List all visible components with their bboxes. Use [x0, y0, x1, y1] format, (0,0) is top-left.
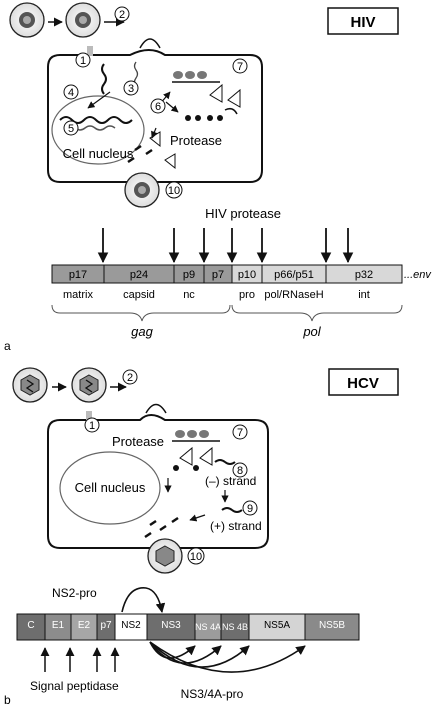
- hcv-step-9: 9: [247, 503, 253, 515]
- hiv-integrated-dna: [59, 116, 133, 124]
- hiv-title: HIV: [350, 14, 375, 31]
- hiv-genome-roles: matrix capsid nc pro pol/RNaseH int: [63, 289, 370, 301]
- hcv-step-2: 2: [127, 372, 133, 384]
- hcv-nucleus: [59, 451, 161, 525]
- hcv-seg-c-label: C: [27, 620, 34, 631]
- hiv-step-2: 2: [119, 9, 125, 21]
- hiv-step-markers: 1 2 3 4 5 6 7 10: [63, 6, 248, 199]
- hcv-fusion-bud: [145, 403, 167, 414]
- signal-peptidase-label: Signal peptidase: [30, 679, 119, 693]
- hcv-seg-ns3: [146, 613, 196, 641]
- hcv-seg-ns5b: [304, 613, 360, 641]
- hiv-step-10: 10: [168, 185, 180, 197]
- hiv-role-pol: pol/RNaseH: [264, 289, 323, 301]
- hiv-seg-p10-label: p10: [238, 269, 256, 281]
- hiv-step-7: 7: [237, 61, 243, 73]
- hiv-role-capsid: capsid: [123, 289, 155, 301]
- hiv-seg-p17-label: p17: [69, 269, 87, 281]
- hcv-step-7: 7: [237, 427, 243, 439]
- panel-b-letter: b: [4, 693, 11, 707]
- hiv-step-5: 5: [68, 123, 74, 135]
- hcv-virion-binding: [71, 367, 107, 403]
- hiv-role-matrix: matrix: [63, 289, 93, 301]
- hiv-step-4: 4: [68, 87, 74, 99]
- hcv-title: HCV: [347, 375, 379, 392]
- hcv-genome-bar: C E1 E2 p7 NS2 NS3 NS 4A NS 4B NS5A NS5B: [16, 613, 360, 641]
- hcv-seg-ns3-label: NS3: [161, 620, 181, 631]
- hiv-virion-binding: [65, 2, 101, 38]
- hcv-seg-ns5a-label: NS5A: [264, 620, 290, 631]
- hcv-seg-ns4b-label: NS 4B: [222, 622, 248, 632]
- hcv-receptor-icon: [86, 411, 92, 421]
- hcv-step-1: 1: [89, 420, 95, 432]
- pol-label: pol: [302, 324, 321, 339]
- hcv-minus-strand: (–) strand: [205, 474, 256, 488]
- gag-label: gag: [131, 324, 153, 339]
- signal-peptidase-arrows: [40, 647, 120, 672]
- ns34a-label: NS3/4A-pro: [181, 687, 244, 701]
- hcv-nucleus-label: Cell nucleus: [75, 480, 146, 495]
- hcv-seg-ns4b: [220, 613, 250, 641]
- hcv-seg-e2-label: E2: [78, 620, 91, 631]
- ns34a-arrows: [149, 641, 306, 673]
- ns2pro-arrow: [121, 587, 166, 613]
- ns2pro-label: NS2-pro: [52, 586, 97, 600]
- hiv-rna: [101, 63, 107, 95]
- hiv-seg-p9-label: p9: [183, 269, 195, 281]
- hiv-role-pro: pro: [239, 289, 255, 301]
- hiv-genome-tail: ...env: [404, 269, 432, 281]
- hiv-role-int: int: [358, 289, 370, 301]
- hiv-step-1: 1: [80, 55, 86, 67]
- hcv-ribosomes: [172, 430, 220, 471]
- hcv-protease-label: Protease: [112, 434, 164, 449]
- hcv-virion-budding: [147, 538, 183, 574]
- hiv-seg-p32: [325, 264, 403, 284]
- hiv-cleavage-arrows: [97, 228, 354, 264]
- panel-a-hiv: HIV Cell nucleus: [4, 2, 432, 353]
- hiv-virion-free: [9, 2, 45, 38]
- panel-b-hcv: HCV Cell nucleus Protease: [4, 367, 399, 707]
- hcv-seg-ns4a-label: NS 4A: [195, 622, 221, 632]
- hcv-virion-free: [12, 367, 48, 403]
- hcv-step-markers: 1 2 7 8 9 10: [84, 369, 258, 565]
- receptor-icon: [87, 46, 93, 56]
- hcv-plus-strand: (+) strand: [210, 519, 262, 533]
- hiv-nucleus-label: Cell nucleus: [63, 146, 134, 161]
- hcv-seg-p7-label: p7: [100, 620, 112, 631]
- hiv-ribosomes: [172, 71, 241, 108]
- hcv-seg-ns2-label: NS2: [121, 620, 141, 631]
- hcv-seg-e1-label: E1: [52, 620, 65, 631]
- hiv-protease-title: HIV protease: [205, 206, 281, 221]
- hiv-protease-label: Protease: [170, 133, 222, 148]
- pol-brace: [231, 304, 403, 322]
- gag-brace: [51, 304, 231, 322]
- hcv-step-10: 10: [190, 551, 202, 563]
- hiv-title-box: [327, 7, 399, 35]
- hiv-seg-p7-label: p7: [212, 269, 224, 281]
- panel-a-letter: a: [4, 339, 11, 353]
- hiv-step-6: 6: [155, 101, 161, 113]
- hiv-fusion-bud: [139, 38, 161, 49]
- hiv-seg-p32-label: p32: [355, 269, 373, 281]
- hcv-step-8: 8: [237, 465, 243, 477]
- hcv-seg-ns5b-label: NS5B: [319, 620, 345, 631]
- hiv-polyproteins: [185, 107, 238, 121]
- hcv-fragments: [144, 516, 179, 539]
- hiv-virion-budding: [124, 172, 160, 208]
- hcv-seg-c: [16, 613, 46, 641]
- hiv-seg-p24-label: p24: [130, 269, 148, 281]
- hcv-plus-rna: [221, 507, 243, 513]
- hcv-title-box: [328, 368, 399, 396]
- hiv-step-3: 3: [128, 83, 134, 95]
- hiv-role-nc: nc: [183, 289, 195, 301]
- hiv-genome-bar: p17 p24 p9 p7 p10 p66/p51 p32 ...env: [51, 264, 432, 284]
- hiv-seg-p66-label: p66/p51: [274, 269, 314, 281]
- hcv-minus-rna: [214, 459, 236, 465]
